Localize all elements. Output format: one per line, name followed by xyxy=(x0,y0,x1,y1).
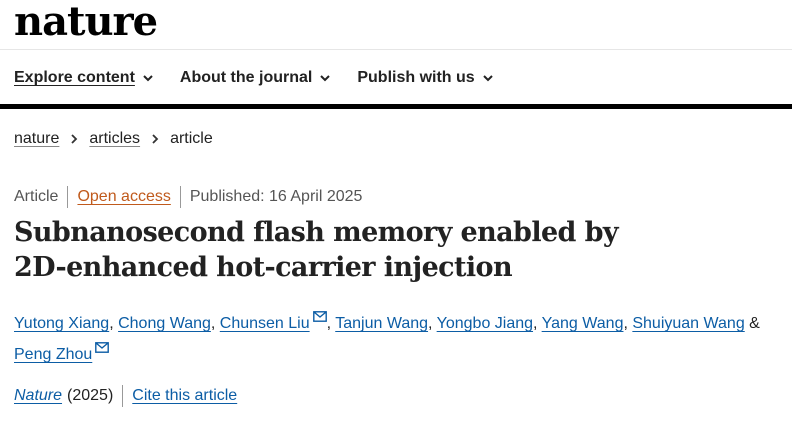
author-separator: , xyxy=(428,315,437,332)
author-link[interactable]: Yutong Xiang xyxy=(14,315,110,332)
envelope-icon[interactable] xyxy=(312,311,327,322)
chevron-down-icon xyxy=(143,75,153,82)
article-type: Article xyxy=(14,188,59,205)
author-separator: , xyxy=(533,315,542,332)
author-list: Yutong Xiang, Chong Wang, Chunsen Liu, T… xyxy=(14,308,774,370)
breadcrumb-articles[interactable]: articles xyxy=(89,130,141,147)
meta-divider xyxy=(67,186,69,208)
author-separator: , xyxy=(210,315,220,332)
nav-explore-content[interactable]: Explore content xyxy=(14,66,154,90)
article-title: Subnanosecond flash memory enabled by 2D… xyxy=(14,217,619,283)
chevron-right-icon xyxy=(152,134,159,144)
nav-explore-content-label: Explore content xyxy=(14,69,135,86)
breadcrumb-nature[interactable]: nature xyxy=(14,130,60,147)
chevron-down-icon xyxy=(482,75,493,82)
nav-publish-with-us[interactable]: Publish with us xyxy=(357,66,493,90)
breadcrumb-current: article xyxy=(170,130,213,147)
author-separator: , xyxy=(109,315,119,332)
breadcrumb: nature articles article xyxy=(14,130,213,148)
header-divider xyxy=(0,49,792,50)
publication-year: (2025) xyxy=(67,387,114,404)
author-separator: & xyxy=(744,315,760,332)
citation-line: Nature (2025) Cite this article xyxy=(14,385,237,407)
published-date: Published: 16 April 2025 xyxy=(189,188,363,205)
open-access-link[interactable]: Open access xyxy=(77,188,171,205)
author-separator: , xyxy=(326,315,336,332)
article-meta: Article Open access Published: 16 April … xyxy=(14,186,362,208)
nav-about-journal[interactable]: About the journal xyxy=(180,66,331,90)
author-link[interactable]: Yongbo Jiang xyxy=(436,315,534,332)
nav-bottom-bar xyxy=(0,104,792,109)
author-link[interactable]: Chunsen Liu xyxy=(219,315,310,332)
author-link[interactable]: Peng Zhou xyxy=(14,346,93,363)
cite-divider xyxy=(122,385,124,407)
nav-publish-with-us-label: Publish with us xyxy=(357,69,475,86)
author-separator: , xyxy=(623,315,633,332)
author-link[interactable]: Chong Wang xyxy=(118,315,211,332)
envelope-icon[interactable] xyxy=(95,342,110,353)
chevron-right-icon xyxy=(71,134,78,144)
author-link[interactable]: Yang Wang xyxy=(541,315,624,332)
nav-about-journal-label: About the journal xyxy=(179,69,313,86)
meta-divider xyxy=(179,186,181,208)
journal-link[interactable]: Nature xyxy=(14,387,63,404)
author-link[interactable]: Shuiyuan Wang xyxy=(632,315,745,332)
main-nav: Explore content About the journal Publis… xyxy=(14,66,520,90)
cite-this-article-link[interactable]: Cite this article xyxy=(132,387,238,404)
chevron-down-icon xyxy=(320,75,331,82)
author-link[interactable]: Tanjun Wang xyxy=(335,315,429,332)
nature-logo[interactable]: nature xyxy=(14,0,158,45)
